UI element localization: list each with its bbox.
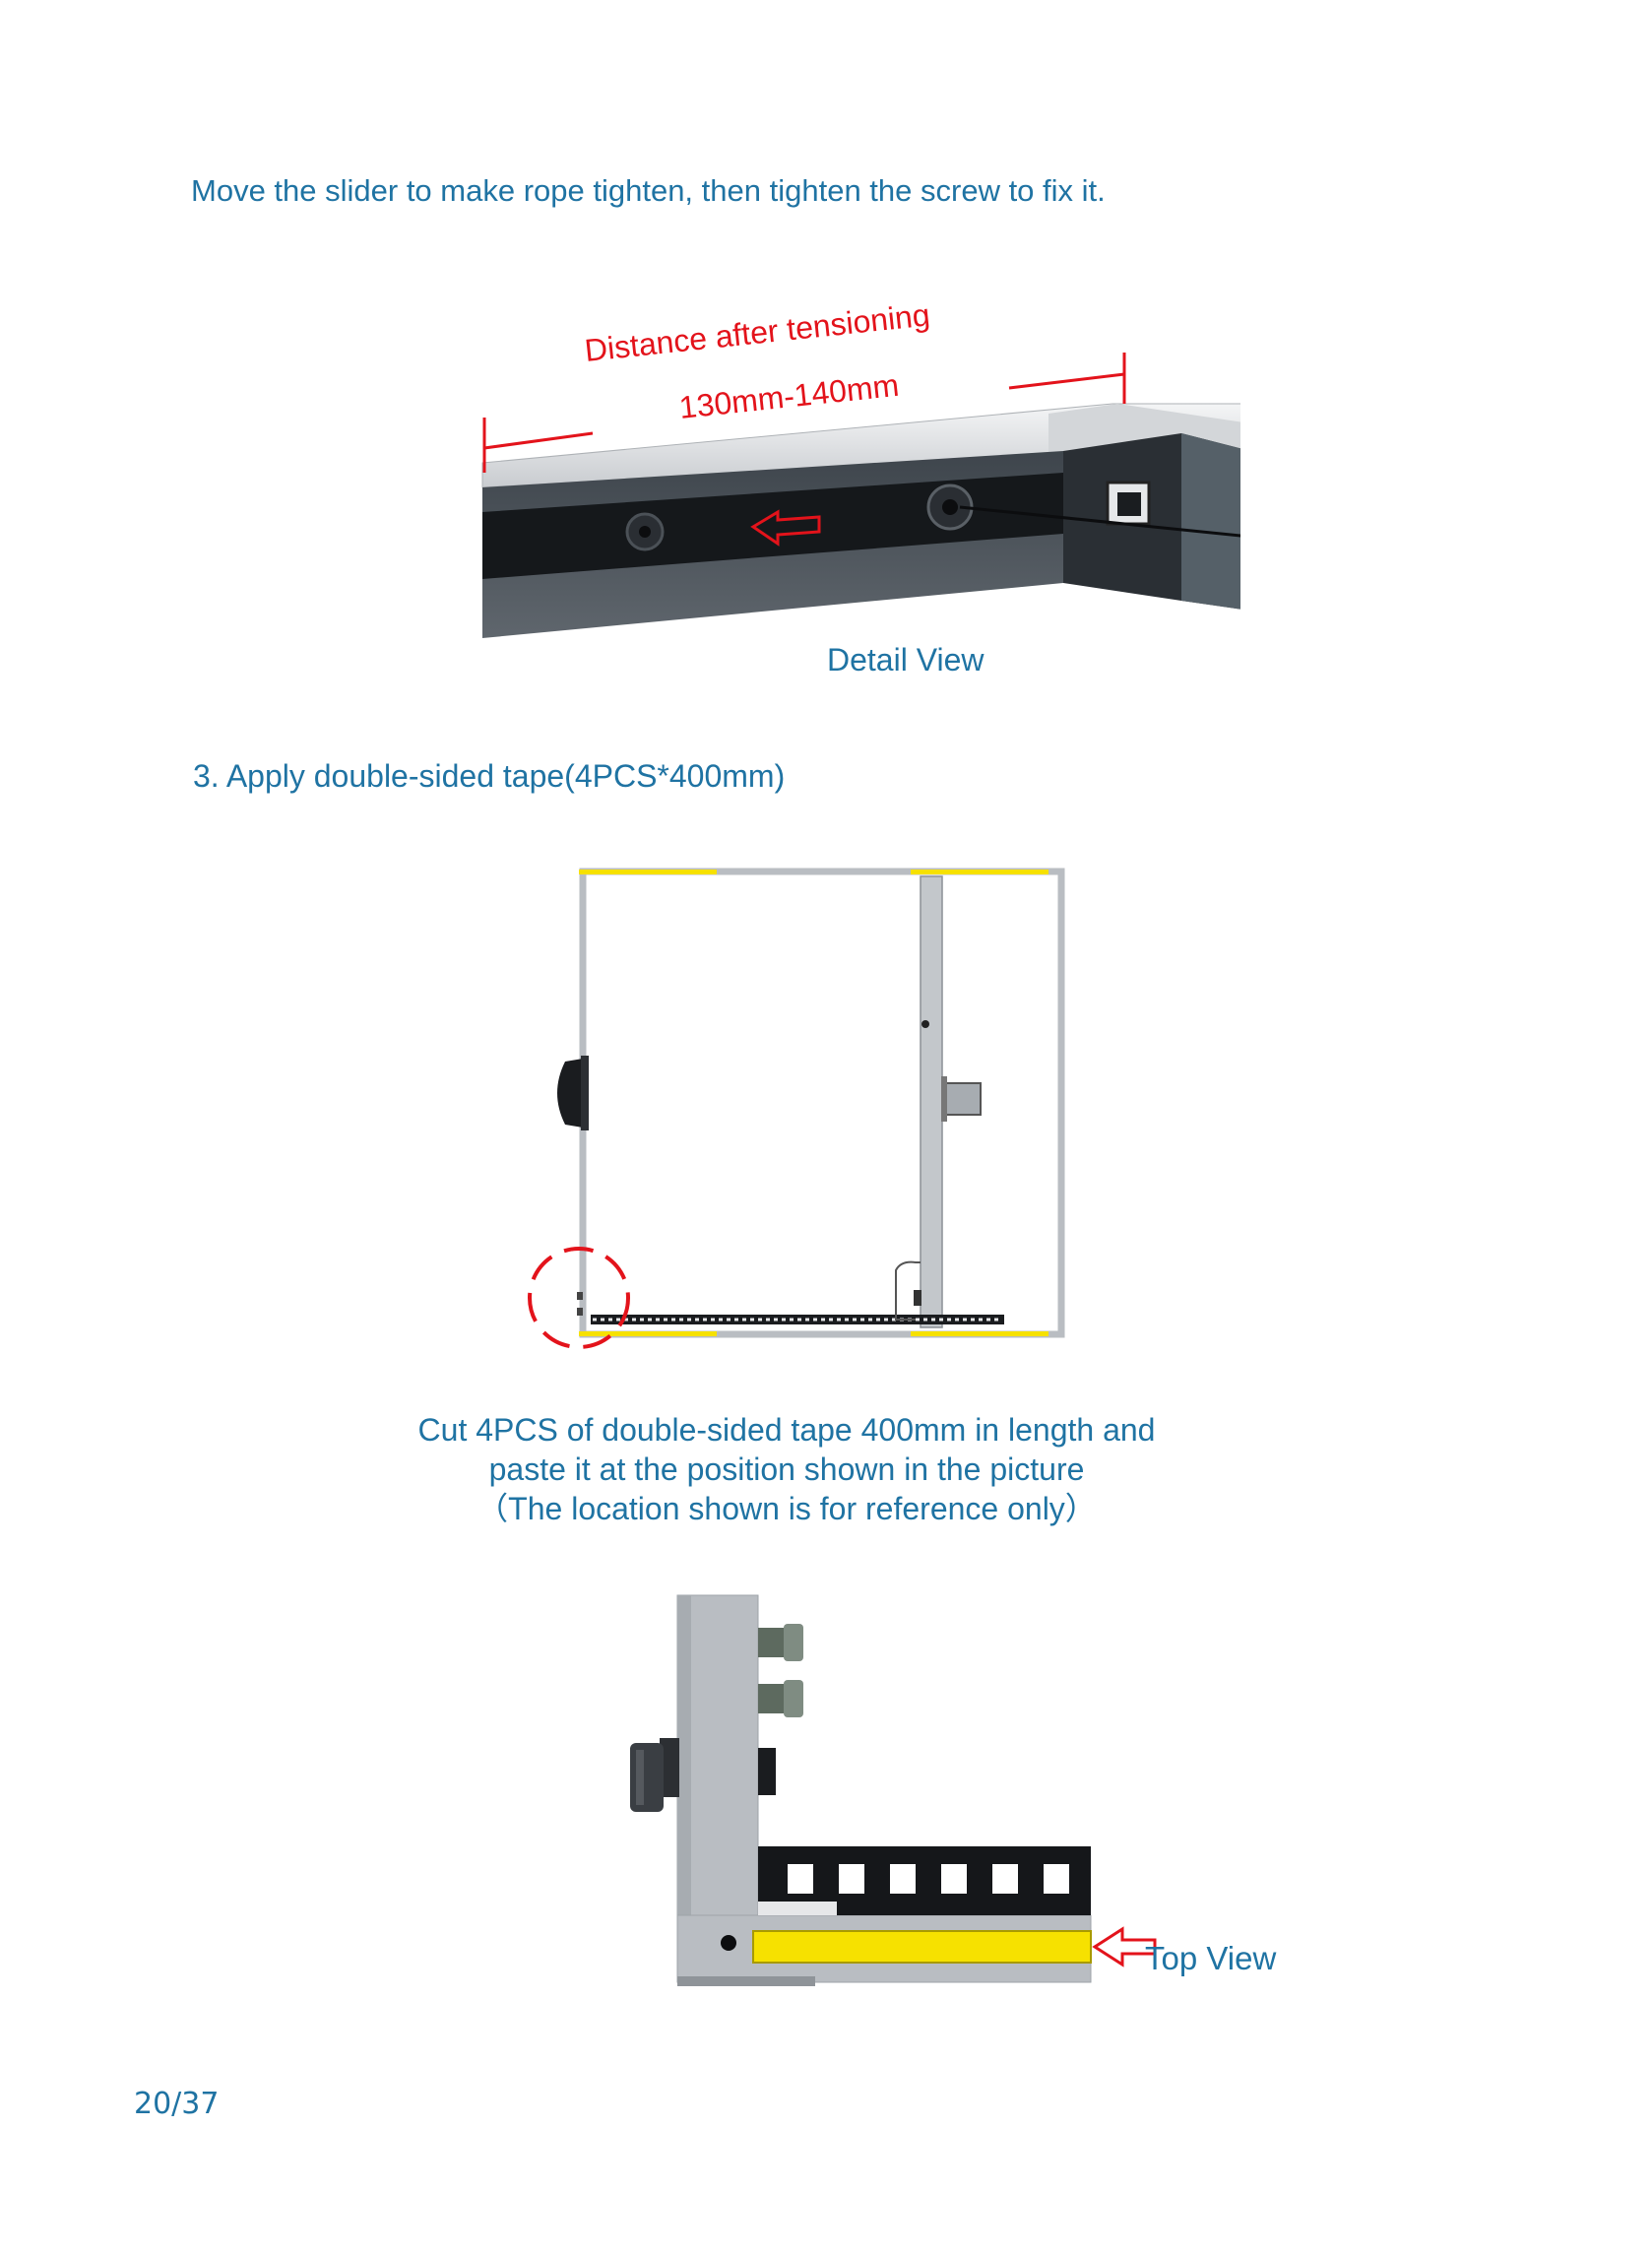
rope [959,505,1240,538]
top-view-label: Top View [1145,1940,1277,1976]
page-number: 20/37 [134,2087,220,2121]
cut-caption-line1: Cut 4PCS of double-sided tape 400mm in l… [417,1412,1156,1448]
frame-diagram-figure [528,868,1065,1349]
bolt-icon [758,1680,803,1717]
motor-icon [557,1056,589,1130]
cut-caption-line2: paste it at the position shown in the pi… [488,1451,1085,1487]
tape-pointer-arrow [1092,1926,1157,1967]
motor-knob-icon [630,1738,679,1812]
drag-chain [758,1846,1091,1915]
detail-view-caption: Detail View [827,642,985,677]
top-view-figure [630,1594,1157,1986]
cut-caption-line3: （The location shown is for reference onl… [477,1491,1097,1526]
tape-bottom-left [579,1331,717,1336]
carriage-bracket [944,1082,982,1116]
step3-heading: 3. Apply double-sided tape(4PCS*400mm) [193,758,786,794]
gantry-beam [920,875,943,1328]
intro-text: Move the slider to make rope tighten, th… [191,173,1106,208]
tape-top-left [579,870,717,874]
rail-channel [482,473,1063,579]
detail-view-figure [481,353,1240,638]
tape-top-right [911,870,1048,874]
dimension-left-line [483,431,594,450]
cut-tape-caption: Cut 4PCS of double-sided tape 400mm in l… [0,1410,1573,1528]
frame-outline [579,868,1065,1338]
highlight-circle [528,1247,630,1349]
drag-chain [591,1315,1004,1324]
tape-strip [752,1930,1092,1964]
bolt-icon [758,1624,803,1661]
dimension-right-line [1008,372,1125,390]
slide-direction-arrow [750,509,821,547]
tape-bottom-right [911,1331,1048,1336]
